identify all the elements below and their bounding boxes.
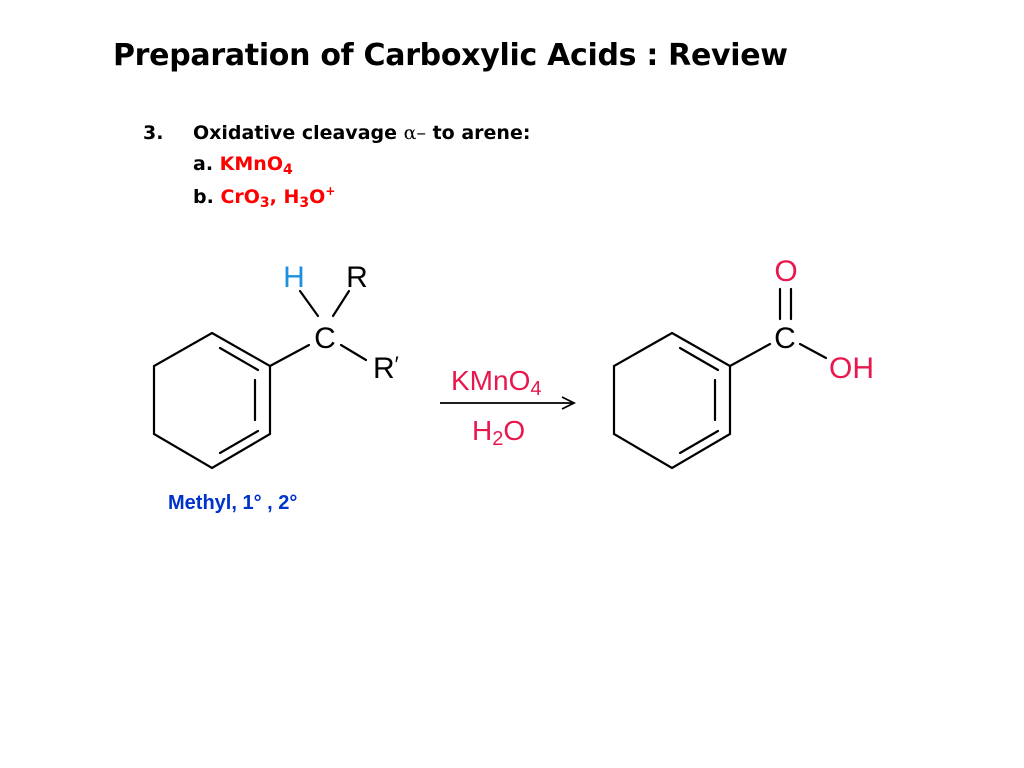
prime-mark: ′ — [395, 352, 399, 377]
product-c-label: C — [774, 322, 796, 355]
product-benzene-ring — [612, 331, 732, 470]
item-b-r1-main: CrO — [220, 186, 260, 208]
reactant-bonds — [268, 289, 368, 368]
product-bonds — [728, 287, 828, 368]
reagent-bottom-o: O — [503, 415, 525, 446]
reagent-bottom-sub: 2 — [492, 428, 503, 450]
product-o-label: O — [774, 255, 797, 288]
slide-title: Preparation of Carboxylic Acids : Review — [113, 38, 788, 73]
point-text-after: to arene: — [425, 122, 531, 144]
reactant-r-label: R — [346, 261, 368, 294]
item-b-letter: b. — [193, 186, 214, 208]
substrate-caption: Methyl, 1° , 2° — [168, 492, 298, 514]
item-a-reagent-sub: 4 — [282, 162, 293, 178]
item-b-r2-sub: 3 — [299, 195, 310, 211]
arrow-reagent-bottom: H2O — [472, 415, 525, 450]
item-b-sep: , H — [269, 186, 300, 208]
item-b-r1-sub: 3 — [259, 195, 270, 211]
item-a-reagent-main: KMnO — [219, 153, 283, 175]
reagent-top-main: KMnO — [451, 365, 530, 396]
reagent-bottom-h: H — [472, 415, 492, 446]
reaction-arrow — [440, 396, 577, 410]
item-b: b. CrO3, H3O+ — [193, 184, 335, 211]
reactant-h-label: H — [283, 261, 305, 294]
item-a-reagent: KMnO4 — [219, 153, 293, 178]
point-number: 3. — [143, 122, 164, 144]
item-a-letter: a. — [193, 153, 214, 175]
reagent-top-sub: 4 — [530, 378, 541, 400]
item-b-r2-sup: + — [325, 184, 336, 198]
arrow-reagent-top: KMnO4 — [451, 365, 541, 400]
item-b-r2-main: O — [309, 186, 326, 208]
r-prime-letter: R — [373, 352, 395, 385]
point-3: 3. Oxidative cleavage α– to arene: — [143, 122, 530, 144]
alpha-symbol: α– — [403, 122, 426, 144]
reactant-benzene-ring — [152, 331, 272, 470]
point-text-before: Oxidative cleavage — [193, 122, 404, 144]
product-oh-label: OH — [829, 352, 874, 385]
item-b-reagent: CrO3, H3O+ — [220, 184, 336, 211]
reactant-c-label: C — [314, 322, 336, 355]
item-a: a. KMnO4 — [193, 153, 293, 178]
reactant-r-prime-label: R′ — [373, 352, 399, 385]
